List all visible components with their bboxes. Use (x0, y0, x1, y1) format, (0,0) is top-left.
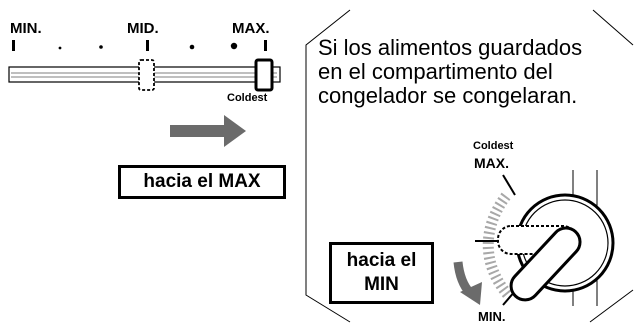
slider-max-label: MAX. (232, 20, 270, 37)
dial-coldest-label: Coldest (473, 140, 514, 152)
right-arrow-icon (170, 115, 246, 147)
callout-line-2: en el compartimento del (318, 59, 553, 84)
tick-min (12, 40, 15, 51)
slider-mid-label: MID. (127, 20, 159, 37)
dial-handle[interactable] (505, 222, 585, 305)
slider-min-label: MIN. (10, 20, 42, 37)
callout-line-3: congelador se congelaran. (318, 83, 578, 108)
toward-max-box: hacia el MAX (118, 165, 286, 199)
curved-arrow-icon (460, 282, 482, 305)
dial-min-label: MIN. (478, 309, 506, 324)
tick-dot (58, 46, 62, 50)
slider-ticks (12, 40, 267, 51)
tick-dot (189, 44, 195, 50)
tick-dot (230, 42, 238, 50)
tick-max (264, 40, 267, 51)
slider-knob-max[interactable] (254, 58, 274, 92)
dial-max-label: MAX. (474, 155, 509, 171)
dial-range-band (482, 192, 513, 299)
callout-text: Si los alimentos guardados en el compart… (318, 36, 633, 108)
callout-bracket-left (305, 9, 351, 323)
toward-min-line-2: MIN (364, 274, 399, 295)
toward-min-box: hacia el MIN (329, 242, 434, 304)
callout-line-1: Si los alimentos guardados (318, 35, 583, 60)
slider-knob-mid (138, 59, 155, 91)
toward-min-line-1: hacia el (346, 250, 417, 271)
callout-bracket-right-top (592, 9, 634, 46)
callout-bracket-right-bottom (589, 289, 634, 323)
tick-mid (146, 40, 149, 51)
slider-coldest-label: Coldest (227, 92, 268, 104)
tick-dot (99, 45, 103, 49)
dial-tick-max (502, 174, 516, 196)
